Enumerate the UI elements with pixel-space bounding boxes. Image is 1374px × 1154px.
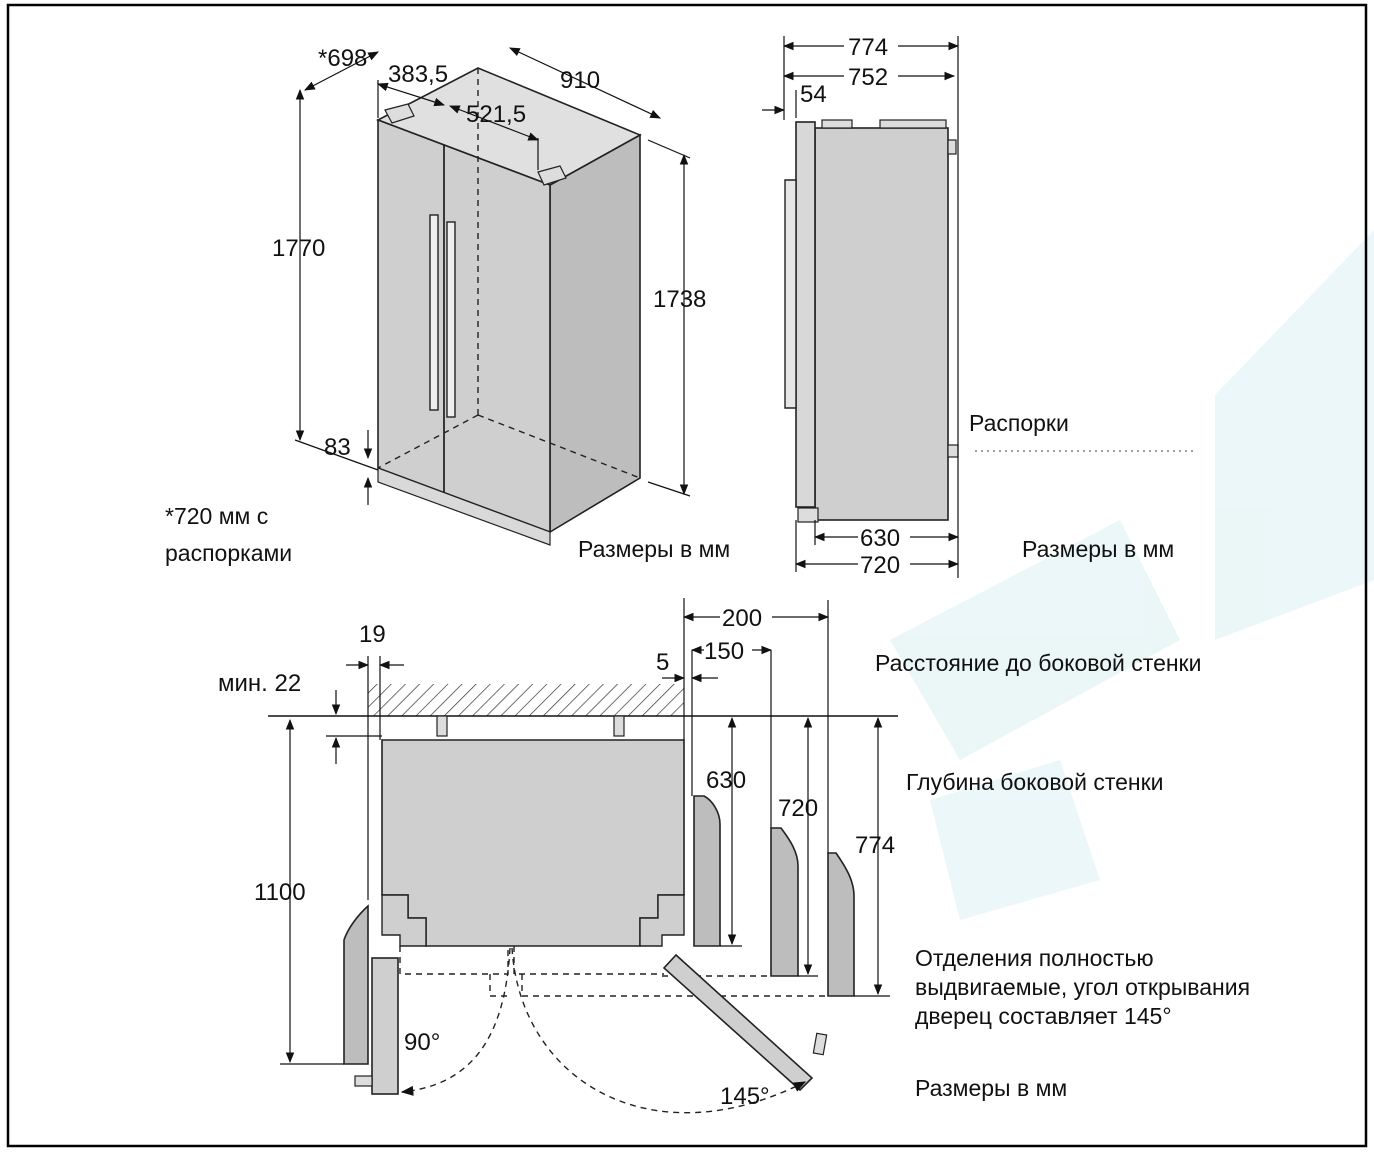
side-depth-label: Глубина боковой стенки	[906, 769, 1164, 795]
dim-83-label: 83	[324, 434, 351, 461]
drawer-left-outline	[399, 946, 509, 975]
side-body	[814, 127, 949, 521]
top-hinge-right	[537, 165, 567, 186]
side-handle	[784, 179, 797, 409]
side-door	[795, 121, 816, 508]
side-top-part-1	[821, 119, 853, 129]
drawers-note-line-1: Отделения полностью	[915, 945, 1154, 971]
fridge-handle	[446, 221, 456, 418]
fridge-side-view: 774 752 54 630 720 Распорки Размеры в мм	[762, 34, 1195, 579]
dim-698-line	[304, 51, 379, 91]
top-view-spacer-left	[436, 715, 448, 737]
spacer-top	[947, 139, 957, 155]
drawer-right-outline	[513, 946, 664, 975]
dim-1100-label: 1100	[254, 879, 306, 906]
side-wall-630	[693, 795, 721, 947]
dim-54-label: 54	[800, 81, 827, 108]
dim-200-label: 200	[722, 605, 762, 632]
dim-383-line	[376, 82, 446, 107]
dim-910-label: 910	[560, 67, 600, 94]
top-view-hinge-left	[381, 894, 427, 947]
dim-521-label: 521,5	[466, 101, 526, 128]
dim-698-label: *698	[318, 45, 367, 72]
angle-145-label: 145°	[720, 1083, 770, 1110]
dim-521-line	[448, 105, 540, 141]
dim-150-label: 150	[704, 638, 744, 665]
left-door-open	[371, 957, 399, 1095]
dim-720-label: 720	[860, 552, 900, 579]
top-view-body	[381, 739, 685, 947]
side-wall-left	[343, 904, 369, 1065]
frame-border	[6, 3, 1368, 1148]
dim-720b-label: 720	[778, 795, 818, 822]
arc-145	[511, 947, 807, 1114]
dim-1770-ext	[294, 439, 379, 471]
spacers-label: Распорки	[969, 410, 1069, 436]
wall-hatch	[368, 684, 684, 716]
arc-90	[400, 947, 511, 1096]
units-note-top-left: Размеры в мм	[578, 536, 730, 562]
side-distance-label: Расстояние до боковой стенки	[875, 650, 1201, 676]
side-wall-720	[770, 827, 799, 977]
drawers-note-line-2: выдвигаемые, угол открывания	[915, 974, 1250, 1000]
footnote-line-1: *720 мм с	[165, 503, 268, 529]
dim-774b-label: 774	[855, 832, 895, 859]
hidden-edge-right	[477, 414, 641, 479]
side-foot	[797, 507, 819, 523]
footnote-line-2: распорками	[165, 540, 292, 566]
fridge-front-face	[377, 118, 551, 534]
dim-1770-label: 1770	[272, 235, 325, 262]
right-door-handle	[812, 1032, 828, 1056]
dim-min22-label: мин. 22	[218, 670, 301, 697]
dim-752-label: 752	[848, 64, 888, 91]
dim-383-label: 383,5	[388, 61, 448, 88]
side-wall-774	[827, 852, 855, 997]
side-top-part-2	[879, 119, 947, 129]
dim-1738-label: 1738	[653, 286, 706, 313]
dim-19-label: 19	[359, 621, 386, 648]
drawers-note-line-3: дверец составляет 145°	[915, 1003, 1172, 1029]
fridge-isometric-view: *698 383,5 910 521,5 1770 1738 83 *720 м…	[165, 45, 730, 566]
units-note-top-right: Размеры в мм	[1022, 536, 1174, 562]
units-note-bottom: Размеры в мм	[915, 1075, 1067, 1101]
watermark	[890, 230, 1374, 920]
dim-5-label: 5	[656, 649, 669, 676]
dim-630b-label: 630	[706, 767, 746, 794]
fridge-base	[377, 467, 551, 546]
top-view-spacer-right	[613, 715, 625, 737]
left-door-handle	[354, 1075, 373, 1087]
spacer-bottom	[947, 444, 959, 458]
dim-910-line	[509, 47, 661, 119]
angle-90-label: 90°	[404, 1029, 440, 1056]
fridge-top-view: 90° 145° 19 мин. 22 1100 200 150	[218, 598, 1250, 1114]
top-view-hinge-right	[639, 894, 685, 947]
drawer-left-handle	[489, 974, 510, 997]
drawer-right-extension	[521, 974, 828, 997]
hidden-edge-left	[377, 414, 479, 469]
dim-630-label: 630	[860, 525, 900, 552]
freezer-handle	[429, 214, 439, 411]
dim-774-label: 774	[848, 34, 888, 61]
